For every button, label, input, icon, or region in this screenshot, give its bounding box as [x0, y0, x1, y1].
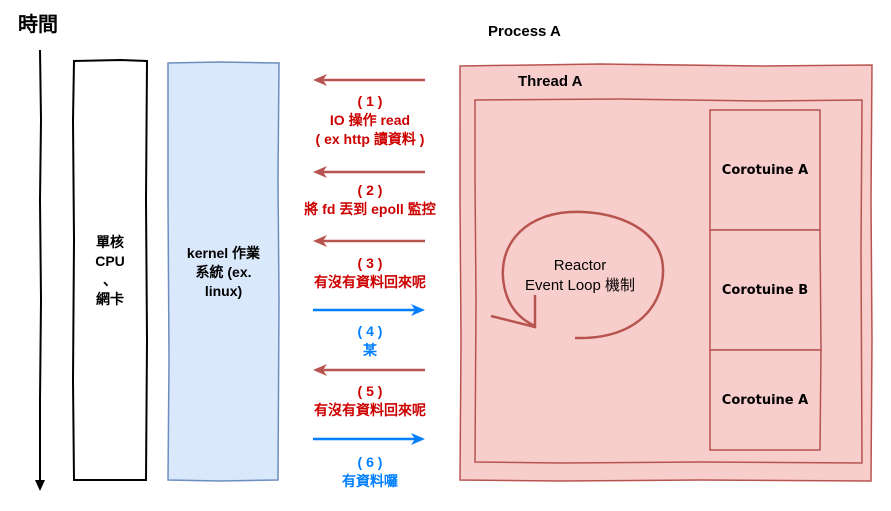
step-number: ( 4 )	[357, 323, 383, 339]
cpu-label-line: 、	[103, 272, 117, 288]
kernel-label-line: linux)	[204, 282, 243, 299]
step-1-arrowhead	[313, 74, 327, 86]
process-label: Process A	[488, 23, 561, 40]
reactor-label-line: Reactor	[553, 257, 607, 274]
step-text: 有沒有資料回來呢	[314, 274, 426, 290]
time-axis-label: 時間	[18, 14, 58, 36]
kernel-label-line: kernel 作業	[186, 244, 261, 261]
step-number: ( 6 )	[357, 454, 383, 470]
coroutine-label: Corotuine A	[721, 162, 809, 178]
step-3-label: ( 3 ) 有沒有資料回來呢	[280, 254, 460, 292]
cpu-label-line: CPU	[95, 253, 125, 269]
step-text: 將 fd 丟到 epoll 監控	[304, 201, 436, 217]
kernel-box	[167, 61, 280, 482]
step-3-arrowhead	[313, 235, 327, 247]
step-2-label: ( 2 ) 將 fd 丟到 epoll 監控	[280, 181, 460, 219]
reactor-label-line: Event Loop 機制	[524, 277, 636, 294]
step-2-arrowhead	[313, 166, 327, 178]
cpu-label-line: 網卡	[96, 291, 124, 307]
time-axis-arrow	[38, 49, 43, 482]
step-number: ( 2 )	[357, 182, 383, 198]
reactor-label: Reactor Event Loop 機制	[500, 256, 660, 296]
step-1-label: ( 1 ) IO 操作 read ( ex http 讀資料 )	[280, 92, 460, 149]
reactor-loop-arrowhead	[490, 295, 537, 329]
step-6-label: ( 6 ) 有資料囉	[280, 453, 460, 491]
reactor-loop-arc	[501, 210, 665, 340]
cpu-box-label: 單核 CPU 、 網卡	[73, 61, 147, 481]
step-5-arrowhead	[313, 364, 327, 376]
step-text: ( ex http 讀資料 )	[315, 131, 425, 147]
step-number: ( 5 )	[357, 383, 383, 399]
step-text: 某	[363, 342, 377, 358]
step-number: ( 3 )	[357, 255, 383, 271]
thread-label: Thread A	[518, 73, 583, 90]
step-6-arrowhead	[411, 433, 425, 445]
step-4-arrowhead	[411, 304, 425, 316]
step-4-label: ( 4 ) 某	[280, 322, 460, 360]
coroutine-box-3	[709, 349, 822, 451]
coroutine-label: Corotuine A	[721, 392, 809, 408]
cpu-label-line: 單核	[96, 234, 124, 250]
kernel-box-label: kernel 作業 系統 (ex. linux)	[168, 63, 279, 481]
time-axis-arrowhead	[35, 480, 45, 491]
coroutine-label: Corotuine B	[721, 282, 809, 298]
step-number: ( 1 )	[357, 93, 383, 109]
step-text: 有沒有資料回來呢	[314, 402, 426, 418]
cpu-box	[71, 58, 149, 481]
step-text: 有資料囉	[342, 473, 398, 489]
kernel-label-line: 系統 (ex.	[195, 263, 252, 280]
step-text: IO 操作 read	[329, 112, 411, 128]
step-5-label: ( 5 ) 有沒有資料回來呢	[280, 382, 460, 420]
